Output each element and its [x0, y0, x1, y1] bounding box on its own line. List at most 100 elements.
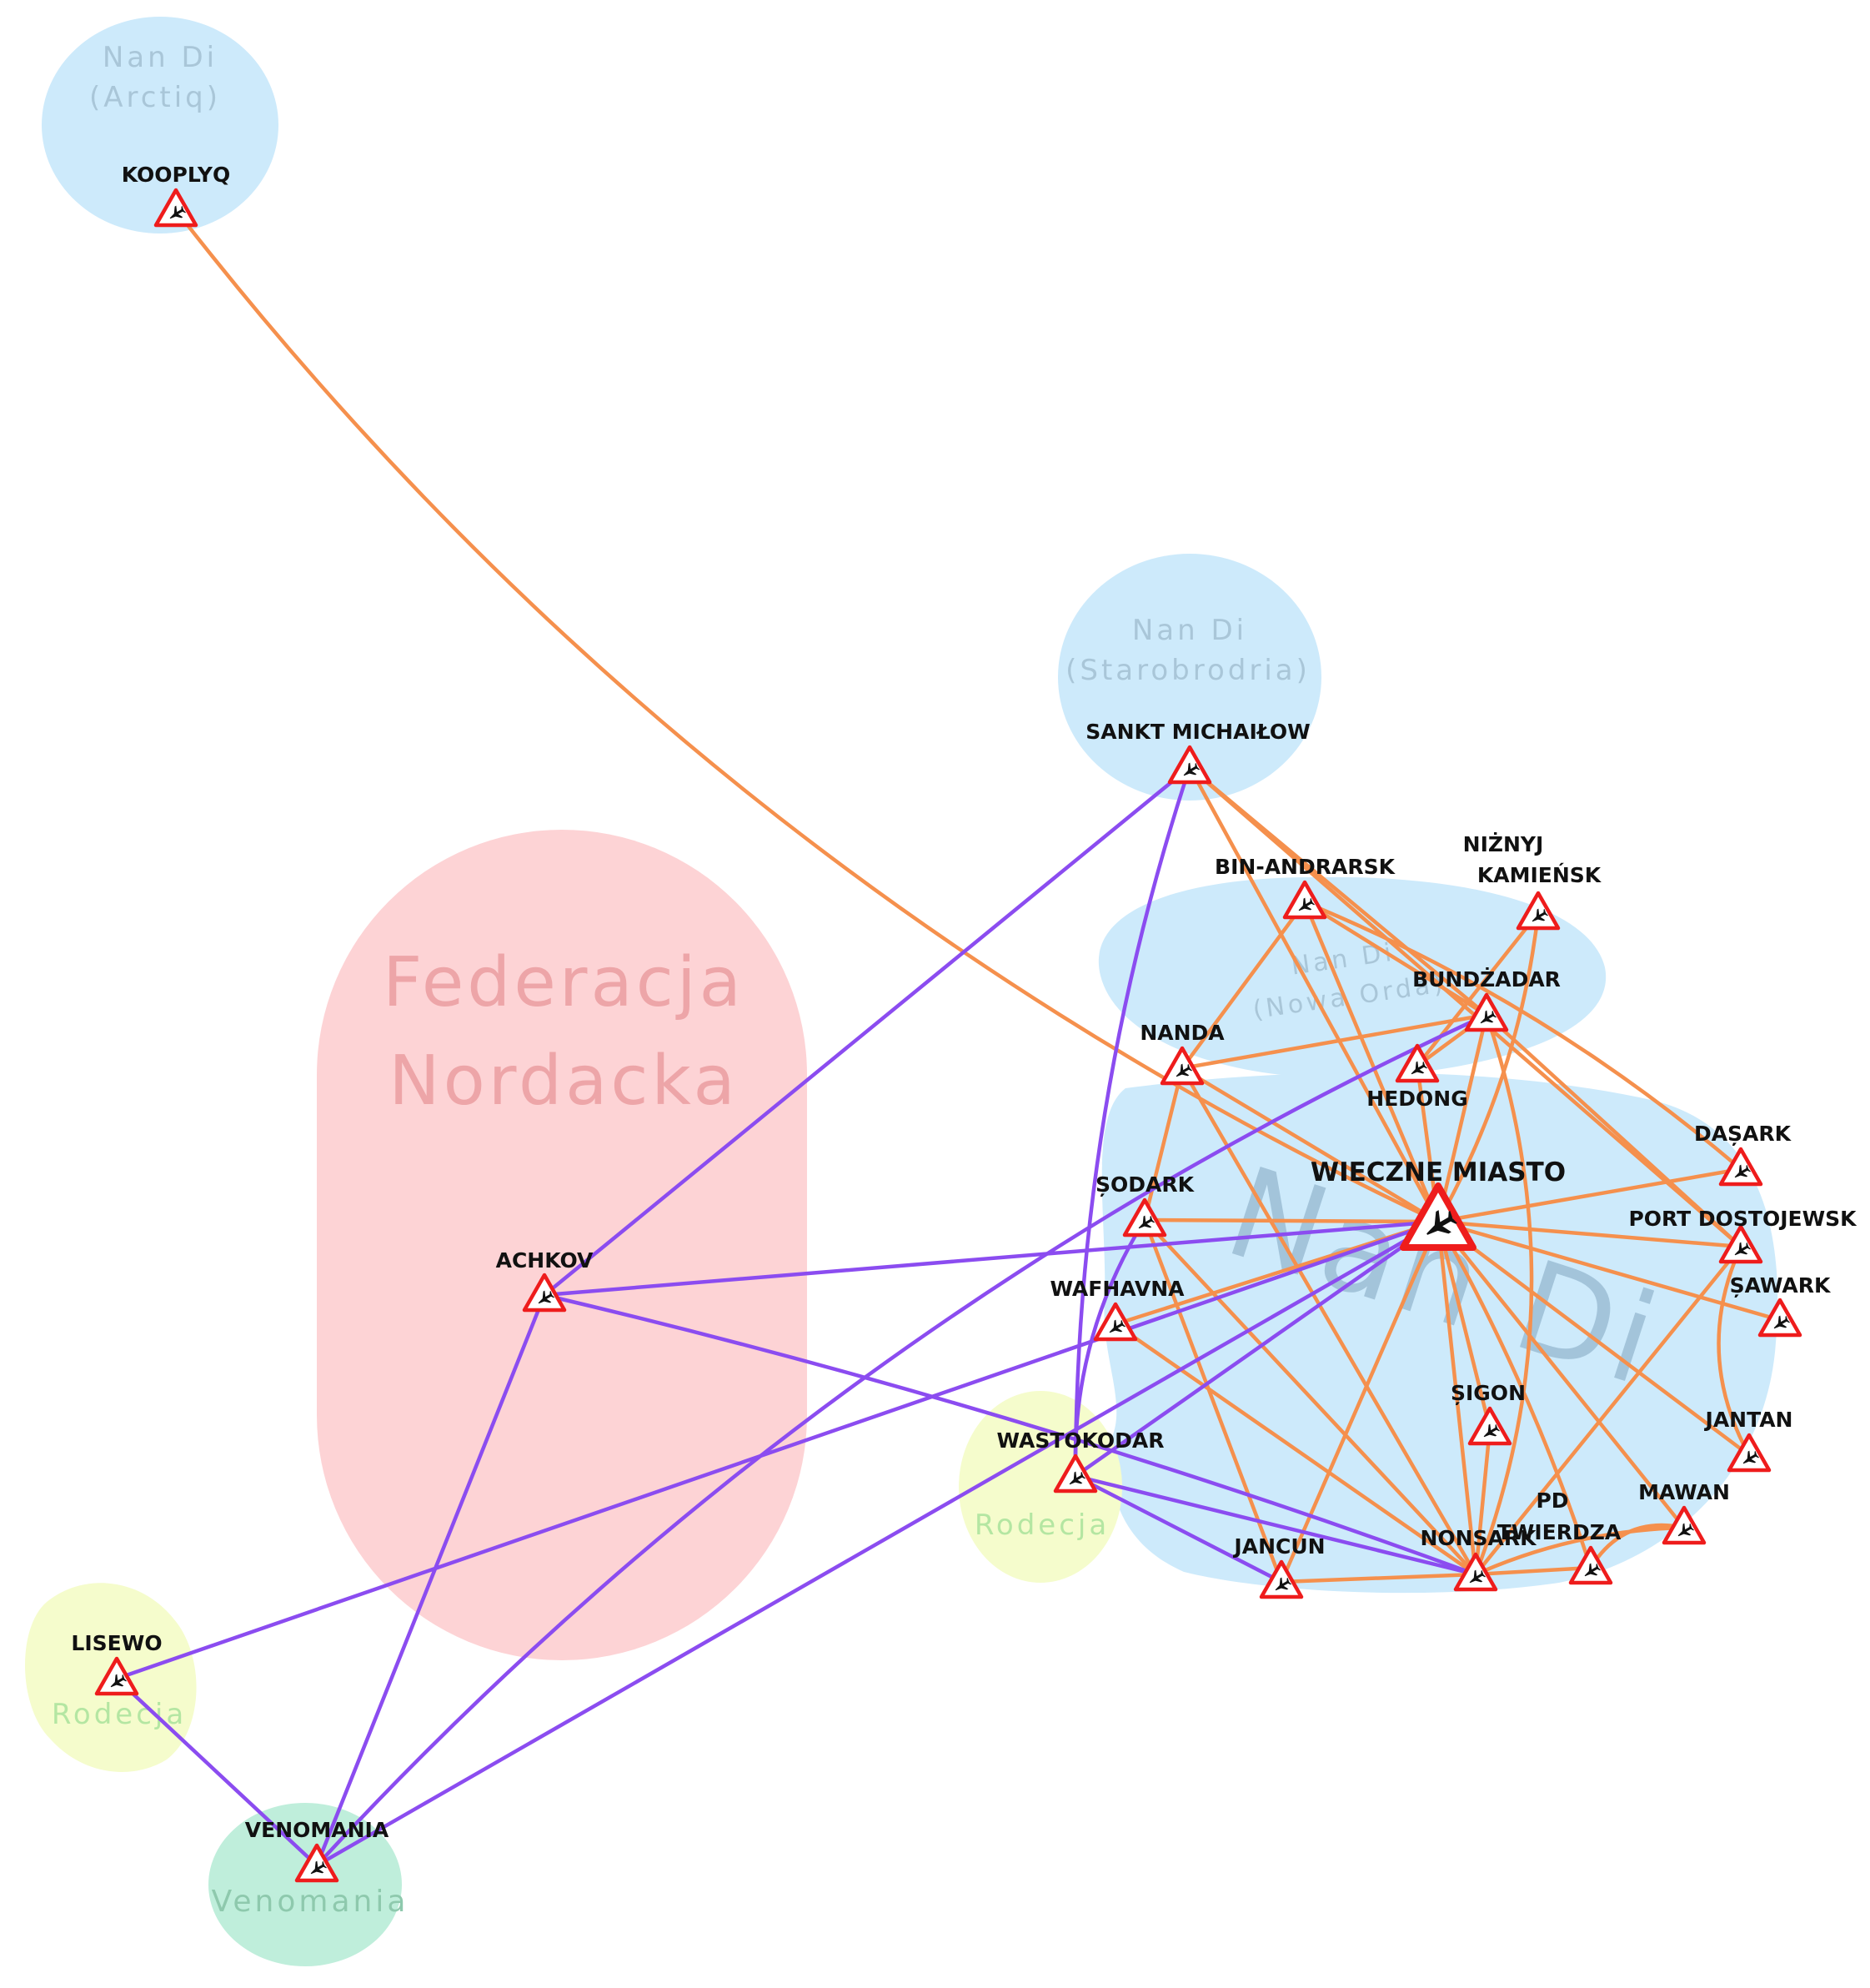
airport-label: ȘAWARK	[1730, 1273, 1832, 1298]
airport-label: ȘODARK	[1095, 1172, 1196, 1197]
airport-jancun[interactable]: JANCUN	[1232, 1534, 1326, 1599]
route-wieczne-jantan	[1436, 1219, 1752, 1458]
airport-label: VENOMANIA	[245, 1818, 389, 1842]
airport-label: NANDA	[1140, 1021, 1225, 1045]
route-wieczne-pdtwierdza	[1436, 1219, 1593, 1570]
route-nanda-bundzadar	[1180, 1012, 1489, 1071]
region-label: Nordacka	[389, 1042, 738, 1121]
route-sankt-wastokodar	[1073, 765, 1192, 1478]
region-label: Nan Di	[1132, 614, 1247, 647]
route-wieczne-venomania	[314, 1219, 1441, 1868]
airport-sawark[interactable]: ȘAWARK	[1730, 1273, 1832, 1338]
airport-label: PD	[1536, 1488, 1568, 1513]
airport-nanda[interactable]: NANDA	[1140, 1021, 1225, 1086]
region-shape	[959, 1391, 1122, 1583]
route-achkov-venomania	[314, 1293, 547, 1868]
region-nan-di: Nan Di	[1101, 1072, 1778, 1594]
airport-hedong[interactable]: HEDONG	[1366, 1043, 1468, 1111]
route-portdost-nonsark	[1473, 1244, 1743, 1577]
route-sodark-wastokodar	[1073, 1217, 1147, 1478]
region-rodecja-wastokodar: Rodecja	[959, 1391, 1122, 1583]
airport-label: KOOPLYQ	[122, 163, 230, 187]
route-sankt-wieczne	[1187, 765, 1441, 1224]
route-binandrarsk-wieczne	[1302, 900, 1441, 1224]
airport-nonsark[interactable]: NONSARK	[1420, 1526, 1537, 1592]
airport-kooplyq[interactable]: KOOPLYQ	[122, 163, 230, 228]
route-nizny-hedong	[1415, 911, 1541, 1068]
route-sankt-achkov	[542, 765, 1192, 1298]
route-bundzadar-portdost	[1484, 1012, 1743, 1249]
route-bundzadar-nonsark	[1473, 1012, 1534, 1577]
region-label: Nan Di	[103, 41, 218, 74]
airport-lisewo[interactable]: LISEWO	[71, 1631, 163, 1696]
airport-nizny[interactable]: NIŻNYJ KAMIEŃSK	[1463, 832, 1602, 931]
airport-venomania[interactable]: VENOMANIA	[245, 1818, 389, 1883]
route-wieczne-mawan	[1436, 1219, 1687, 1530]
route-wastokodar-nonsark	[1073, 1473, 1478, 1577]
route-wieczne-dasark	[1436, 1167, 1743, 1224]
region-label: Rodecja	[975, 1509, 1110, 1542]
route-portdost-jantan	[1717, 1244, 1752, 1458]
route-binandrarsk-dasark	[1302, 900, 1743, 1172]
airport-label: DAȘARK	[1694, 1122, 1792, 1146]
route-wastokodar-jancun	[1073, 1473, 1284, 1584]
airport-label: NONSARK	[1420, 1526, 1537, 1550]
airport-sodark[interactable]: ȘODARK	[1095, 1172, 1196, 1237]
airport-sankt[interactable]: SANKT MICHAIŁOW	[1085, 720, 1311, 785]
airport-achkov[interactable]: ACHKOV	[496, 1248, 594, 1313]
airport-label: HEDONG	[1366, 1087, 1467, 1111]
route-nanda-wieczne	[1180, 1066, 1441, 1224]
region-label: Venomania	[212, 1885, 409, 1919]
airport-jantan[interactable]: JANTAN	[1704, 1408, 1793, 1473]
airport-bundzadar[interactable]: BUNDŻADAR	[1412, 967, 1561, 1032]
airport-pdtwierdza[interactable]: PD TWIERDZA	[1497, 1488, 1622, 1585]
region-nan-di-arctiq: Nan Di (Arctiq)	[42, 17, 278, 233]
route-sodark-jancun	[1142, 1217, 1284, 1584]
route-nonsark-mawan	[1473, 1525, 1687, 1577]
airport-label: ȘIGON	[1451, 1381, 1526, 1405]
airport-binandrarsk[interactable]: BIN-ANDRARSK	[1215, 855, 1396, 920]
airport-label: NIŻNYJ	[1463, 832, 1544, 856]
region-label: (Starobrodria)	[1065, 654, 1311, 687]
airport-label: BIN-ANDRARSK	[1215, 855, 1396, 879]
airport-wieczne[interactable]: WIECZNE MIASTO	[1311, 1157, 1566, 1251]
airport-label: LISEWO	[71, 1631, 162, 1655]
region-nan-di-nowa-orda: Nan Di (Nowa Orda)	[1098, 876, 1607, 1078]
route-bundzadar-venomania	[314, 1012, 1489, 1868]
airport-dasark[interactable]: DAȘARK	[1694, 1122, 1792, 1187]
route-jancun-nonsark	[1279, 1572, 1478, 1584]
airport-label: MAWAN	[1638, 1480, 1730, 1504]
route-wafhavna-nonsark	[1113, 1322, 1478, 1577]
route-wieczne-wastokodar	[1073, 1219, 1441, 1478]
airport-portdost[interactable]: PORT DOSTOJEWSK	[1628, 1207, 1857, 1264]
route-lisewo-venomania	[114, 1676, 319, 1868]
route-wieczne-sawark	[1436, 1219, 1782, 1323]
region-label: Rodecja	[52, 1698, 187, 1731]
airport-label: PORT DOSTOJEWSK	[1628, 1207, 1857, 1231]
airport-sigon[interactable]: ȘIGON	[1451, 1381, 1526, 1446]
airport-label: KAMIEŃSK	[1477, 863, 1602, 887]
route-achkov-wieczne	[542, 1219, 1441, 1298]
airport-wafhavna[interactable]: WAFHAVNA	[1050, 1277, 1185, 1342]
airport-label: ACHKOV	[496, 1248, 594, 1273]
region-label: (Arctiq)	[89, 81, 221, 114]
region-nan-di-starobrodria: Nan Di (Starobrodria)	[1058, 554, 1321, 801]
region-shape	[1058, 554, 1321, 801]
route-nanda-sodark	[1142, 1066, 1185, 1222]
airport-mawan[interactable]: MAWAN	[1638, 1480, 1730, 1545]
airport-label: BUNDŻADAR	[1412, 967, 1561, 991]
airport-label: WIECZNE MIASTO	[1311, 1157, 1566, 1187]
route-wieczne-sodark	[1142, 1217, 1441, 1224]
region-shape	[317, 830, 807, 1660]
region-shape	[1101, 1072, 1778, 1594]
route-sodark-nonsark	[1142, 1217, 1478, 1577]
airport-wastokodar[interactable]: WASTOKODAR	[997, 1428, 1165, 1494]
route-wieczne-portdost	[1436, 1219, 1743, 1249]
airport-label: TWIERDZA	[1497, 1520, 1622, 1544]
route-binandrarsk-nanda	[1180, 900, 1307, 1071]
region-shape	[42, 17, 278, 233]
route-binandrarsk-bundzadar	[1302, 900, 1489, 1017]
airport-label: WAFHAVNA	[1050, 1277, 1185, 1301]
region-federacja-nordacka: Federacja Nordacka	[317, 830, 807, 1660]
